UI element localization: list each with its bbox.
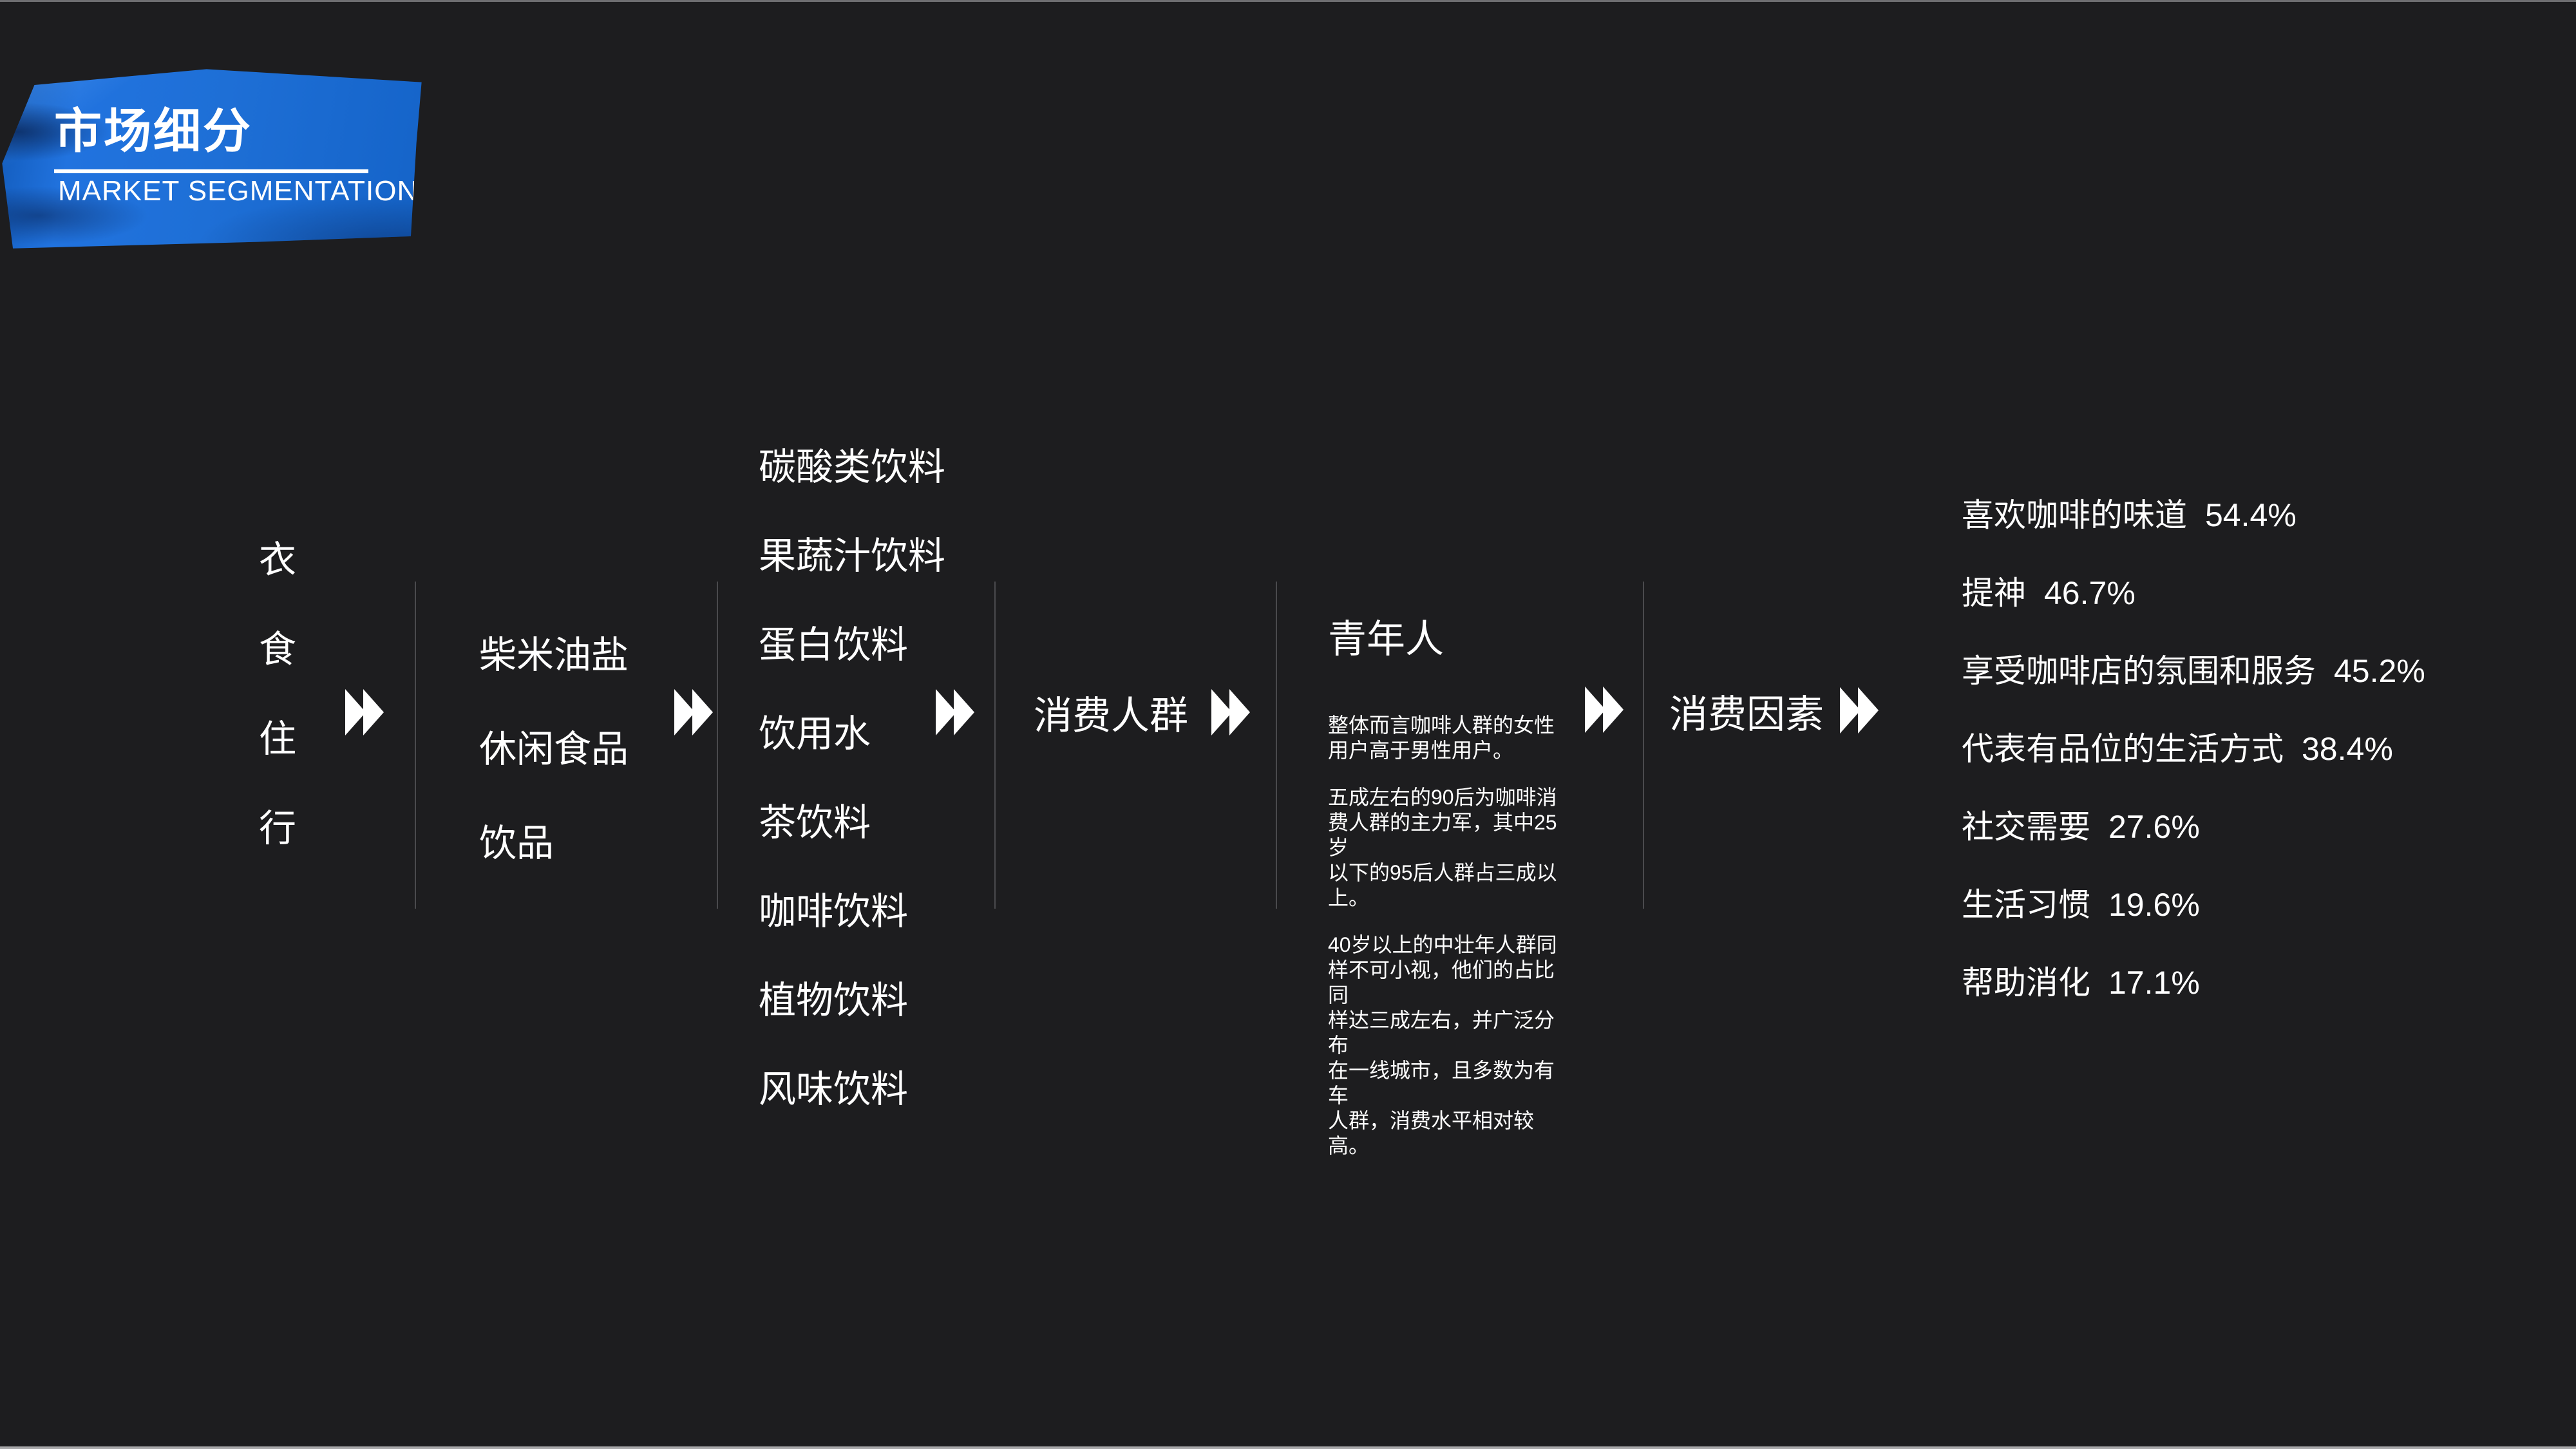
consumption-factors-label: 消费因素 <box>1669 693 1824 736</box>
title-underline <box>54 169 368 173</box>
factor-value: 54.4% <box>2205 497 2297 533</box>
factor-label: 代表有品位的生活方式 <box>1962 731 2284 767</box>
divider-line <box>717 582 718 909</box>
factor-value: 45.2% <box>2334 653 2425 689</box>
fast-forward-icon <box>1839 687 1879 734</box>
divider-line <box>1276 582 1277 909</box>
column-beverage-types: 碳酸类饮料 果蔬汁饮料 蛋白饮料 饮用水 茶饮料 咖啡饮料 植物饮料 风味饮料 <box>759 449 945 1108</box>
factor-item: 提神 46.7% <box>1962 577 2425 609</box>
beverage-type-item: 果蔬汁饮料 <box>759 535 946 577</box>
title-banner: 市场细分 MARKET SEGMENTATION <box>2 69 422 249</box>
slide-subtitle: MARKET SEGMENTATION <box>58 175 419 207</box>
factor-item: 享受咖啡店的氛围和服务 45.2% <box>1962 655 2425 687</box>
daily-need-item: 住 <box>259 718 297 760</box>
factor-item: 喜欢咖啡的味道 54.4% <box>1962 499 2425 531</box>
divider-line <box>1643 582 1644 909</box>
slide-title: 市场细分 <box>54 104 252 158</box>
beverage-type-item: 碳酸类饮料 <box>759 446 946 488</box>
factor-label: 生活习惯 <box>1962 887 2090 923</box>
fast-forward-icon <box>345 689 384 735</box>
banner-fold-shading <box>2 69 422 249</box>
beverage-type-item: 茶饮料 <box>759 802 871 844</box>
daily-need-item: 衣 <box>259 539 297 581</box>
bottom-edge-line <box>0 1446 2576 1449</box>
factor-item: 帮助消化 17.1% <box>1962 967 2425 999</box>
daily-need-item: 行 <box>259 808 297 849</box>
divider-line <box>994 582 996 909</box>
factor-label: 社交需要 <box>1962 809 2090 845</box>
factor-item: 生活习惯 19.6% <box>1962 889 2425 921</box>
top-edge-line <box>0 0 2576 2</box>
young-people-paragraph: 整体而言咖啡人群的女性 用户高于男性用户。 <box>1328 714 1555 762</box>
factor-value: 27.6% <box>2108 809 2200 845</box>
factor-label: 提神 <box>1962 575 2026 611</box>
divider-line <box>415 582 416 909</box>
beverage-type-item: 饮用水 <box>759 713 871 755</box>
daily-need-item: 食 <box>259 629 297 670</box>
young-people-description: 整体而言咖啡人群的女性 用户高于男性用户。 五成左右的90后为咖啡消 费人群的主… <box>1328 713 1567 1159</box>
food-category-item: 饮品 <box>479 822 554 864</box>
beverage-type-item: 咖啡饮料 <box>759 891 909 933</box>
column-food-categories: 柴米油盐 休闲食品 饮品 <box>479 637 629 862</box>
fast-forward-icon <box>935 689 975 735</box>
factor-list: 喜欢咖啡的味道 54.4% 提神 46.7% 享受咖啡店的氛围和服务 45.2% 代表… <box>1962 499 2425 999</box>
factor-label: 享受咖啡店的氛围和服务 <box>1962 653 2316 689</box>
young-people-heading: 青年人 <box>1328 618 1444 661</box>
young-people-paragraph: 五成左右的90后为咖啡消 费人群的主力军，其中25岁 以下的95后人群占三成以 … <box>1328 786 1557 909</box>
factor-value: 19.6% <box>2108 887 2200 923</box>
food-category-item: 休闲食品 <box>479 728 629 770</box>
factor-label: 帮助消化 <box>1962 965 2090 1001</box>
consumer-group-label: 消费人群 <box>1034 694 1188 737</box>
food-category-item: 柴米油盐 <box>479 634 629 676</box>
column-daily-needs: 衣 食 住 行 <box>259 542 296 848</box>
beverage-type-item: 植物饮料 <box>759 980 909 1021</box>
young-people-paragraph: 40岁以上的中壮年人群同 样不可小视，他们的占比同 样达三成左右，并广泛分布 在… <box>1328 933 1557 1157</box>
fast-forward-icon <box>674 689 714 735</box>
beverage-type-item: 风味饮料 <box>759 1068 909 1110</box>
factor-value: 17.1% <box>2108 965 2200 1001</box>
factor-value: 46.7% <box>2044 575 2136 611</box>
factor-label: 喜欢咖啡的味道 <box>1962 497 2187 533</box>
factor-value: 38.4% <box>2302 731 2393 767</box>
fast-forward-icon <box>1584 687 1624 733</box>
factor-item: 社交需要 27.6% <box>1962 811 2425 843</box>
fast-forward-icon <box>1211 689 1251 735</box>
factor-item: 代表有品位的生活方式 38.4% <box>1962 733 2425 765</box>
beverage-type-item: 蛋白饮料 <box>759 624 909 666</box>
